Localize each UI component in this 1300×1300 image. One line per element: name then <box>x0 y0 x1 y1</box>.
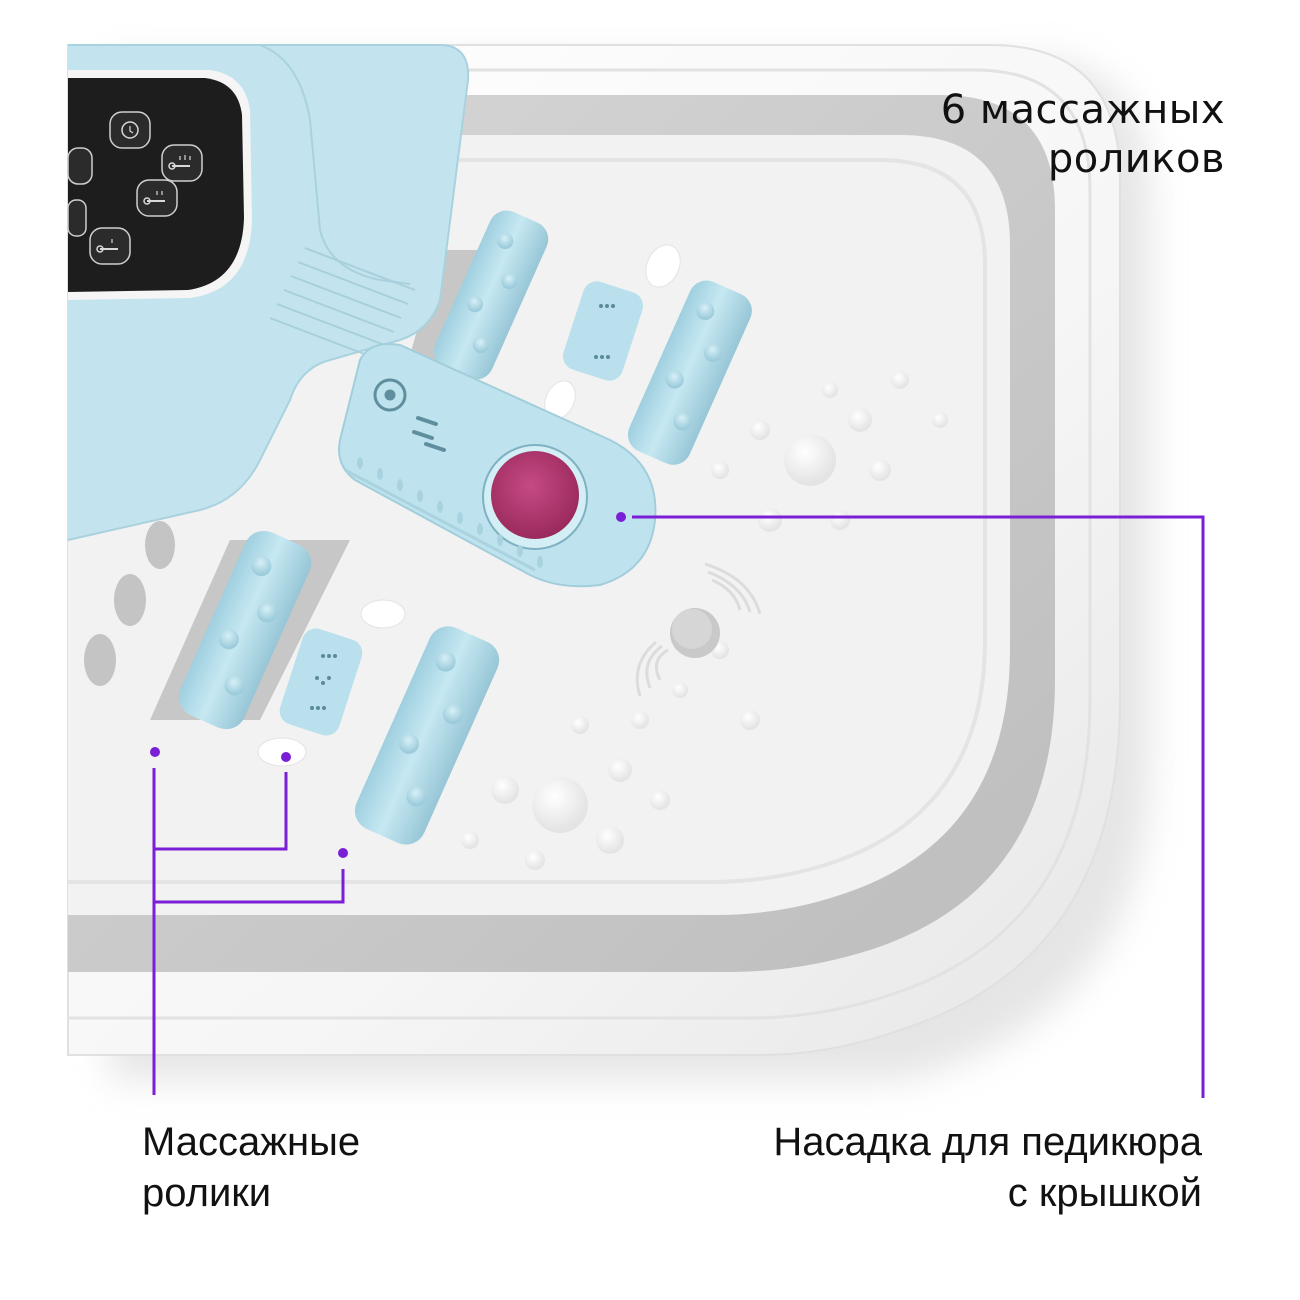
massage-roller-2 <box>627 280 752 465</box>
rollers-label-line-1: Массажные <box>142 1120 361 1164</box>
vent-slots-icon <box>412 416 446 452</box>
callout-pedicure <box>616 512 1205 1098</box>
speaker-grille-icon <box>373 378 407 412</box>
side-wall-ridges <box>84 521 175 686</box>
callout-dot <box>150 747 160 757</box>
cover-contour-line <box>259 44 411 285</box>
power-icon[interactable] <box>67 147 93 185</box>
timer-icon[interactable] <box>109 111 151 149</box>
pumice-stone <box>482 444 588 550</box>
callout-line <box>154 869 345 904</box>
mode-icon[interactable] <box>67 199 87 237</box>
headline-line-1: 6 массажных <box>940 87 1225 133</box>
pedicure-label-line-2: с крышкой <box>1007 1171 1202 1216</box>
cover-grille <box>269 247 416 361</box>
callout-line <box>632 515 1205 1098</box>
heat-low-icon[interactable] <box>89 227 131 265</box>
control-panel <box>67 70 252 300</box>
pedicure-attachment <box>338 343 657 588</box>
callout-dot <box>281 752 291 762</box>
pedicure-label: Насадка для педикюра с крышкой <box>773 1117 1202 1219</box>
massage-roller-4 <box>354 626 500 845</box>
massage-roller-3 <box>178 530 312 730</box>
heat-medium-icon[interactable] <box>136 179 178 217</box>
heat-high-icon[interactable] <box>161 144 203 182</box>
rollers-label-line-2: ролики <box>142 1171 272 1216</box>
foot-pad-upper <box>562 281 644 381</box>
rollers-label: Массажные ролики <box>142 1117 360 1219</box>
callout-dot <box>338 848 348 858</box>
callout-dot <box>616 512 626 522</box>
headline-line-2: роликов <box>1047 135 1225 182</box>
floor-massage-bumps <box>461 371 948 870</box>
callout-rollers <box>150 747 348 1095</box>
massage-roller-1 <box>433 210 549 380</box>
attachment-grip-ridges <box>357 457 543 568</box>
callout-line <box>154 772 288 851</box>
foot-pad-lower <box>279 628 363 736</box>
pedicure-label-line-1: Насадка для педикюра <box>773 1120 1202 1164</box>
vibration-button <box>635 562 762 697</box>
lower-roller-group <box>150 530 500 845</box>
tub-rim-groove <box>68 68 1092 1020</box>
upper-roller-group <box>400 210 752 465</box>
headline: 6 массажных роликов <box>941 86 1225 184</box>
